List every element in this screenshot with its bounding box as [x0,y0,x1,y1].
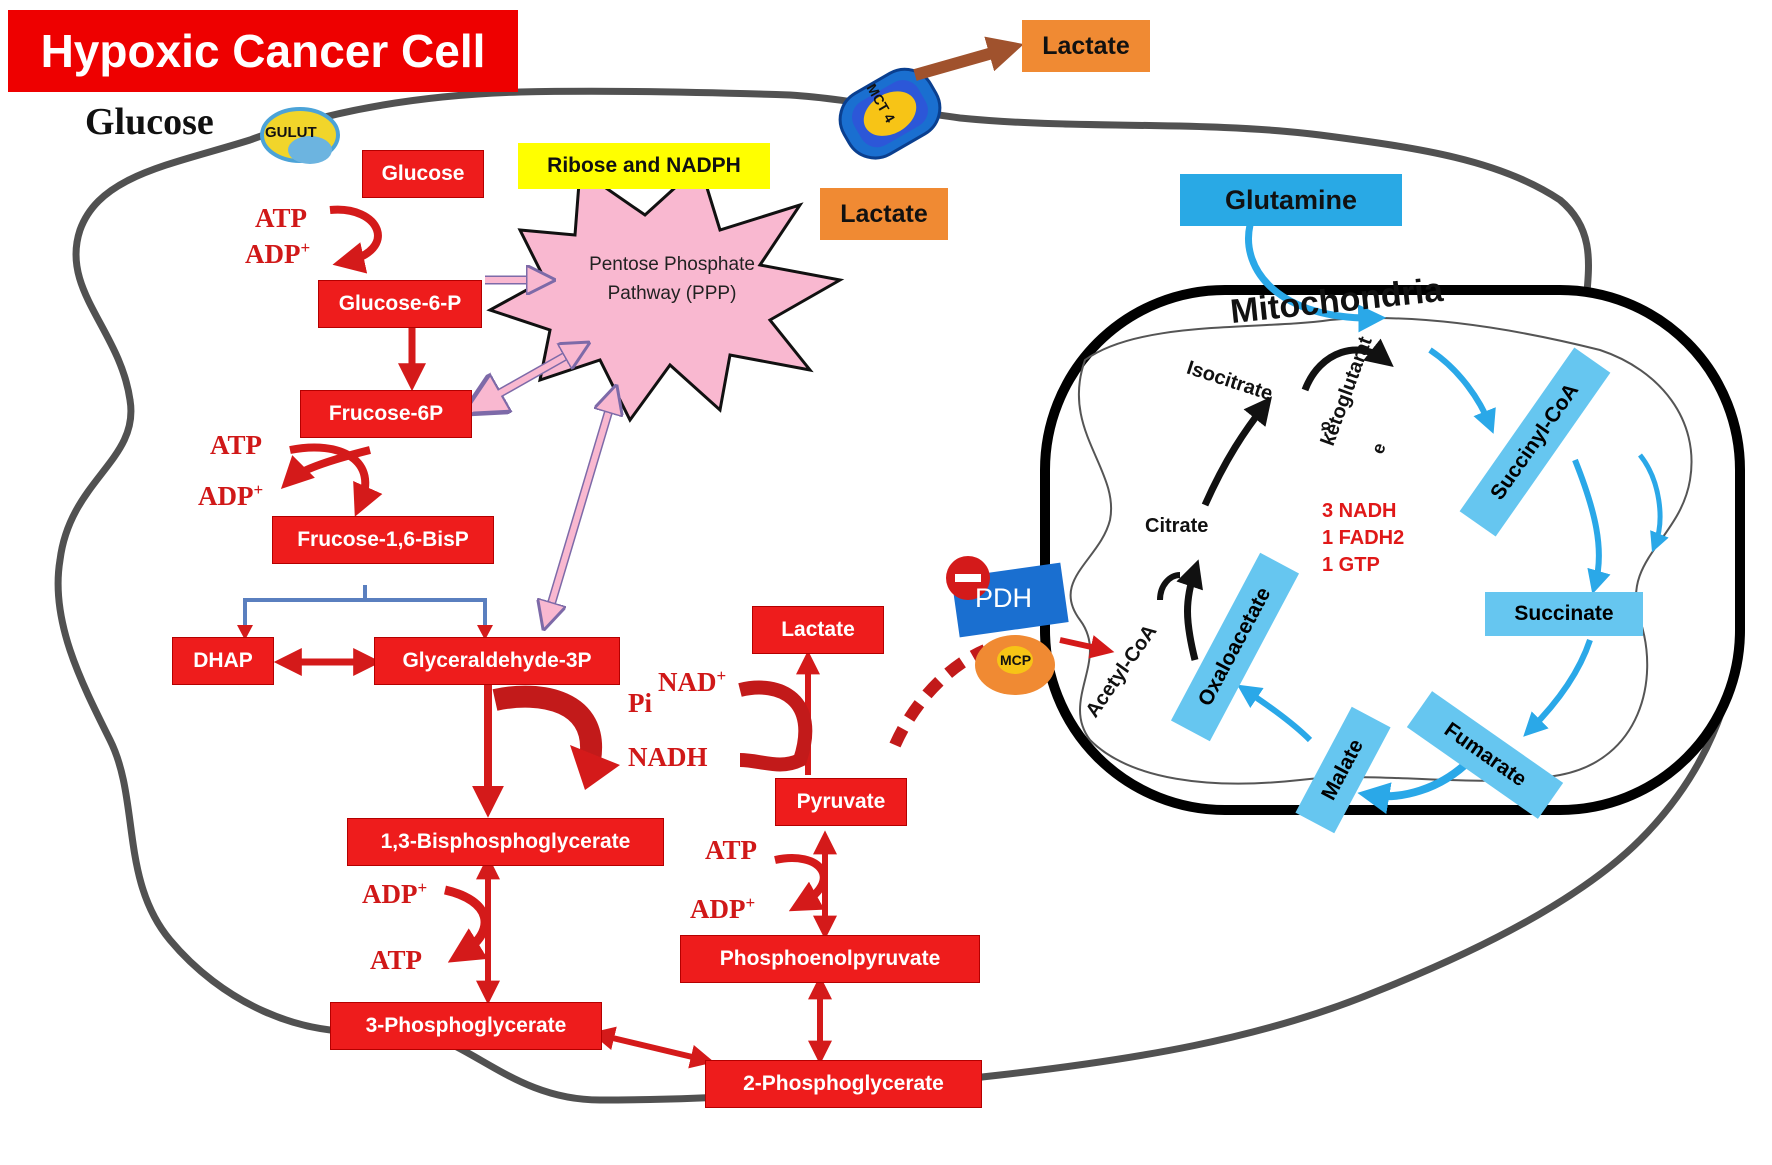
label-adp-4: ADP+ [690,893,756,924]
label-pi: Pi [628,688,652,718]
arrow-nad-curve [738,680,813,772]
label-atp-1: ATP [255,203,307,233]
node-3-phosphoglycerate: 3-Phosphoglycerate [330,1002,602,1050]
node-lactate: Lactate [752,606,884,654]
arrow-malate-oaa [1237,684,1313,743]
arrow-atp-cycle-2b [280,446,371,490]
arrow-nadh-curve [492,685,603,762]
label-atp-3: ATP [370,945,422,975]
node-pyruvate: Pyruvate [775,778,907,826]
node-frucose-1-6-bisp: Frucose-1,6-BisP [272,516,494,564]
label-atp-4: ATP [705,835,757,865]
split-bracket [243,585,487,630]
node-frucose-6p: Frucose-6P [300,390,472,438]
arrow-glutamine-akg [1245,224,1387,333]
mct4-transporter [838,67,942,160]
arrow-atp-cycle-4 [774,854,828,912]
label-adp-2: ADP+ [198,480,264,511]
arrow-oaa-citrate [1176,559,1203,661]
label-adp-1: ADP+ [245,238,311,269]
node-phosphoenolpyruvate: Phosphoenolpyruvate [680,935,980,983]
label-atp-2: ATP [210,430,262,460]
node-glyceraldehyde-3p: Glyceraldehyde-3P [374,637,620,685]
arrow-acetyl-citrate [1157,572,1181,601]
arrow-atp-cycle-1 [329,205,382,274]
tca-succinate: Succinate [1485,592,1643,636]
label-nad: NAD+ [658,666,727,697]
arrow-fumarate-malate [1357,757,1473,814]
arrow-succinate-fumarate [1523,639,1593,737]
mitochondria-inner-membrane [1069,317,1693,785]
node-1-3-bisphosphoglycerate: 1,3-Bisphosphoglycerate [347,818,664,866]
arrow-pdh-acetylcoa [1059,635,1115,659]
arrow-succinylcoa-succinate [1572,458,1611,595]
tca-citrate: Citrate [1145,515,1209,537]
arrow-citrate-isocitrate [1201,396,1272,507]
node-glucose: Glucose [362,150,484,198]
glut-label: GULUT [265,124,317,141]
arrow-mct-lactate-out [913,36,1024,81]
node-2-phosphoglycerate: 2-Phosphoglycerate [705,1060,982,1108]
glutamine-box: Glutamine [1180,174,1402,226]
mcp-label: MCP [1000,652,1032,668]
arrow-pyruvate-pdh [889,644,988,748]
node-dhap: DHAP [172,637,274,685]
tca-yield: 3 NADH 1 FADH2 1 GTP [1322,500,1405,576]
cell-membrane [54,87,1744,1104]
label-adp-3: ADP+ [362,878,428,909]
pdh-label: PDH [975,583,1033,613]
arrow-side-1 [1638,453,1669,553]
ppp-label: Pentose Phosphate Pathway (PPP) [589,254,755,304]
page-title: Hypoxic Cancer Cell [8,10,518,92]
glucose-outside-label: Glucose [85,101,214,143]
arrow-isocitrate-akg [1301,338,1394,392]
ppp-output-label: Ribose and NADPH [518,143,770,189]
lactate-out-box: Lactate [1022,20,1150,72]
arrow-adp-cycle-3 [443,885,490,963]
arrow-3pg-2pg [590,1026,715,1069]
arrow-akg-succinylcoa [1428,347,1496,434]
node-glucose-6-p: Glucose-6-P [318,280,482,328]
glut-transporter [260,107,340,164]
label-nadh: NADH [628,742,708,772]
lactate-in-box: Lactate [820,188,948,240]
